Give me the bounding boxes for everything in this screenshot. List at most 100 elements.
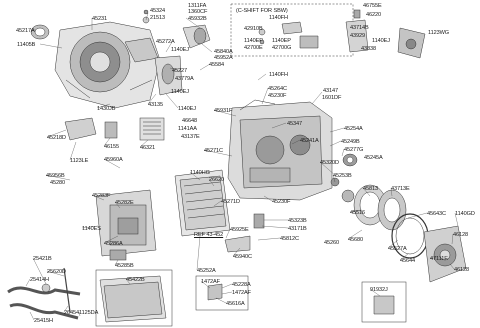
part-label-45516: 45516 — [350, 210, 366, 216]
part-label-1140ep-b: 1140EP — [272, 38, 291, 44]
part-label-1140es: 1140ES — [82, 226, 101, 232]
part-label-43713e: 43713E — [391, 186, 410, 192]
part-label-1140hg: 1140HG — [190, 170, 210, 176]
connector-box-91932j — [361, 281, 407, 323]
part-label-43135: 43135 — [148, 102, 164, 108]
part-label-43714b: 43714B — [350, 25, 369, 31]
part-label-45616a: 45616A — [226, 301, 245, 307]
part-label-45527a: 45527A — [388, 246, 407, 252]
part-label-45252a: 45252A — [197, 268, 216, 274]
part-label-45230f: 45230F — [268, 93, 287, 99]
part-label-shift-note: (C-SHIFT FOR SBW) — [236, 8, 288, 14]
part-label-46128-b: 46128 — [454, 267, 470, 273]
part-label-11405b: 11405B — [17, 42, 36, 48]
hose-lower — [9, 303, 79, 320]
part-label-45283f: 45283F — [92, 193, 111, 199]
part-label-45254a: 45254A — [344, 126, 363, 132]
part-label-25620d: 25620D — [47, 269, 66, 275]
part-label-45286a: 45286A — [104, 241, 123, 247]
part-label-45812c: 45812C — [280, 236, 299, 242]
pan-45422b — [99, 275, 167, 323]
part-label-45840a: 45840A — [214, 49, 233, 55]
part-label-1141aa: 1141AA — [178, 126, 197, 132]
part-label-42700e: 42700E — [244, 45, 263, 51]
part-label-45952a: 45952A — [214, 55, 233, 61]
part-label-45282e: 45282E — [115, 200, 134, 206]
part-label-45680: 45680 — [348, 237, 364, 243]
part-label-46220: 46220 — [366, 12, 382, 18]
part-label-26454: 26454 — [64, 310, 80, 316]
part-label-45245a: 45245A — [364, 155, 383, 161]
part-label-45241a: 45241A — [300, 138, 319, 144]
part-label-45280: 45280 — [50, 180, 66, 186]
part-label-43838: 43838 — [361, 46, 377, 52]
part-label-46648: 46648 — [182, 118, 198, 124]
part-label-45253b: 45253B — [333, 173, 352, 179]
part-label-45960a: 45960A — [104, 157, 123, 163]
part-label-45231: 45231 — [92, 16, 108, 22]
part-label-46755e: 46755E — [363, 3, 382, 9]
shift-cylinder — [182, 24, 211, 49]
part-label-1123le: 1123LE — [70, 158, 89, 164]
oil-filter — [139, 117, 165, 141]
part-label-43137e: 43137E — [181, 134, 200, 140]
part-label-43171b: 43171B — [288, 226, 307, 232]
clutch-pack — [353, 184, 429, 259]
part-label-45272a: 45272A — [156, 39, 175, 45]
part-label-45813: 45813 — [363, 186, 379, 192]
part-label-45323b: 45323B — [288, 218, 307, 224]
part-label-45643c: 45643C — [427, 211, 446, 217]
part-label-1140ej-a: 1140EJ — [171, 47, 189, 53]
part-label-25421b: 25421B — [33, 256, 52, 262]
bottom-center-panel — [195, 275, 249, 311]
part-label-26620: 26620 — [209, 177, 225, 183]
part-label-45932b: 45932B — [188, 16, 207, 22]
part-label-21513: 21513 — [150, 15, 166, 21]
part-label-45931f: 45931F — [214, 108, 233, 114]
part-label-46321: 46321 — [140, 145, 156, 151]
part-label-1140ej-c: 1140EJ — [178, 106, 196, 112]
part-label-1140ej-b: 1140EJ — [171, 89, 189, 95]
part-label-43929: 43929 — [350, 33, 366, 39]
part-label-45264c: 45264C — [268, 86, 287, 92]
part-label-1601df: 1601DF — [322, 95, 342, 101]
part-label-1125da: 1125DA — [79, 310, 99, 316]
part-label-43147: 43147 — [323, 88, 339, 94]
part-label-45940c: 45940C — [233, 254, 252, 260]
part-label-45260: 45260 — [324, 240, 340, 246]
part-label-42700g: 42700G — [272, 45, 292, 51]
part-label-45320d: 45320D — [320, 160, 339, 166]
transmission-housing-center — [227, 99, 333, 201]
part-label-25415h: 25415H — [34, 318, 53, 324]
connector-45285b — [109, 249, 127, 261]
part-label-45249b: 45249B — [341, 139, 360, 145]
part-label-ref: REF 43-452 — [194, 232, 224, 238]
part-label-42910b: 42910B — [244, 26, 263, 32]
hose-upper — [7, 286, 81, 296]
part-label-45277g: 45277G — [344, 147, 364, 153]
part-label-1472af-a: 1472AF — [201, 279, 220, 285]
part-label-43779a: 43779A — [175, 76, 194, 82]
rear-cover — [423, 225, 467, 283]
part-label-45347: 45347 — [287, 121, 303, 127]
part-label-45227: 45227 — [172, 68, 188, 74]
part-label-1140fh-top: 1140FH — [269, 15, 288, 21]
part-label-45422b: 45422B — [126, 277, 145, 283]
part-label-46128-a: 46128 — [453, 232, 469, 238]
part-label-1360cf: 1360CF — [188, 9, 208, 15]
part-label-1430jb: 1430JB — [97, 106, 116, 112]
part-label-45324: 45324 — [150, 8, 166, 14]
part-label-1311fa: 1311FA — [188, 3, 207, 9]
part-label-25414h: 25414H — [30, 277, 49, 283]
part-label-45228a: 45228A — [232, 282, 251, 288]
part-label-1140gd: 1140GD — [455, 211, 475, 217]
part-label-1123wg: 1123WG — [428, 30, 450, 36]
part-label-45285b: 45285B — [115, 263, 134, 269]
part-label-45956b: 45956B — [46, 173, 65, 179]
part-label-45271d: 45271D — [221, 199, 240, 205]
part-label-46155: 46155 — [104, 144, 120, 150]
part-label-1140fh-mid: 1140FH — [269, 72, 288, 78]
part-label-45271c: 45271C — [204, 148, 223, 154]
part-label-1140ep-a: 1140EP — [244, 38, 263, 44]
